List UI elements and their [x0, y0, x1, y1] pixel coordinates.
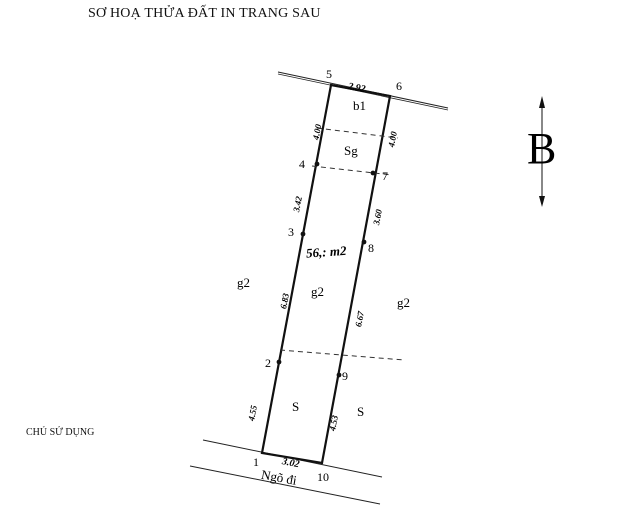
edge-length-right-7-8: 3.60 — [371, 208, 384, 227]
area-label: 56,: m2 — [306, 243, 348, 261]
point-label-3: 3 — [288, 225, 294, 239]
vertex-2 — [276, 359, 282, 365]
edge-length-bottom: 3.02 — [280, 456, 300, 470]
diagram-title: SƠ HOẠ THỬA ĐẤT IN TRANG SAU — [88, 6, 321, 21]
north-letter: B — [527, 124, 556, 173]
edge-length-top: 2.92 — [346, 81, 366, 95]
point-label-9: 9 — [342, 369, 348, 383]
point-label-5: 5 — [326, 67, 332, 81]
edge-length-right-9-10: 4.53 — [327, 414, 340, 433]
edge-length-left-2-1: 4.55 — [246, 404, 259, 423]
north-arrow-head-bottom — [539, 196, 545, 207]
point-label-6: 6 — [396, 79, 402, 93]
vertex-3 — [300, 231, 306, 237]
plot-boundary — [260, 83, 392, 465]
vertex-7 — [370, 170, 376, 176]
vertex-8 — [361, 239, 367, 245]
vertex-4 — [314, 161, 320, 167]
zone-label-b1: b1 — [353, 98, 366, 113]
divider-g2-s — [279, 349, 405, 361]
owner-label: CHỦ SỬ DỤNG — [26, 427, 95, 438]
edge-length-left-3-2: 6.83 — [278, 292, 291, 310]
point-label-10: 10 — [317, 470, 329, 484]
zone-label-s-inside: S — [292, 399, 299, 414]
point-label-8: 8 — [368, 241, 374, 255]
divider-b1-sg — [316, 127, 399, 139]
divider-sg-g2 — [311, 165, 393, 176]
point-label-2: 2 — [265, 356, 271, 370]
zone-label-g2-right: g2 — [397, 295, 410, 310]
edge-length-left-5-4: 4.00 — [310, 123, 323, 142]
zone-label-g2-left: g2 — [237, 275, 250, 290]
north-arrow-head-top — [539, 96, 545, 108]
zone-label-g2-center: g2 — [311, 284, 324, 299]
point-label-7: 7 — [382, 169, 388, 183]
edge-length-right-8-9: 6.67 — [353, 310, 366, 328]
road-label: Ngõ đi — [260, 467, 298, 488]
edge-length-right-6-7: 4.00 — [386, 130, 399, 149]
point-label-4: 4 — [299, 157, 305, 171]
zone-label-sg: Sg — [344, 143, 358, 158]
vertex-9 — [336, 372, 342, 378]
road-line-2 — [189, 465, 381, 505]
zone-label-s-outside: S — [357, 404, 364, 419]
point-label-1: 1 — [253, 455, 259, 469]
edge-length-left-4-3: 3.42 — [291, 195, 304, 214]
